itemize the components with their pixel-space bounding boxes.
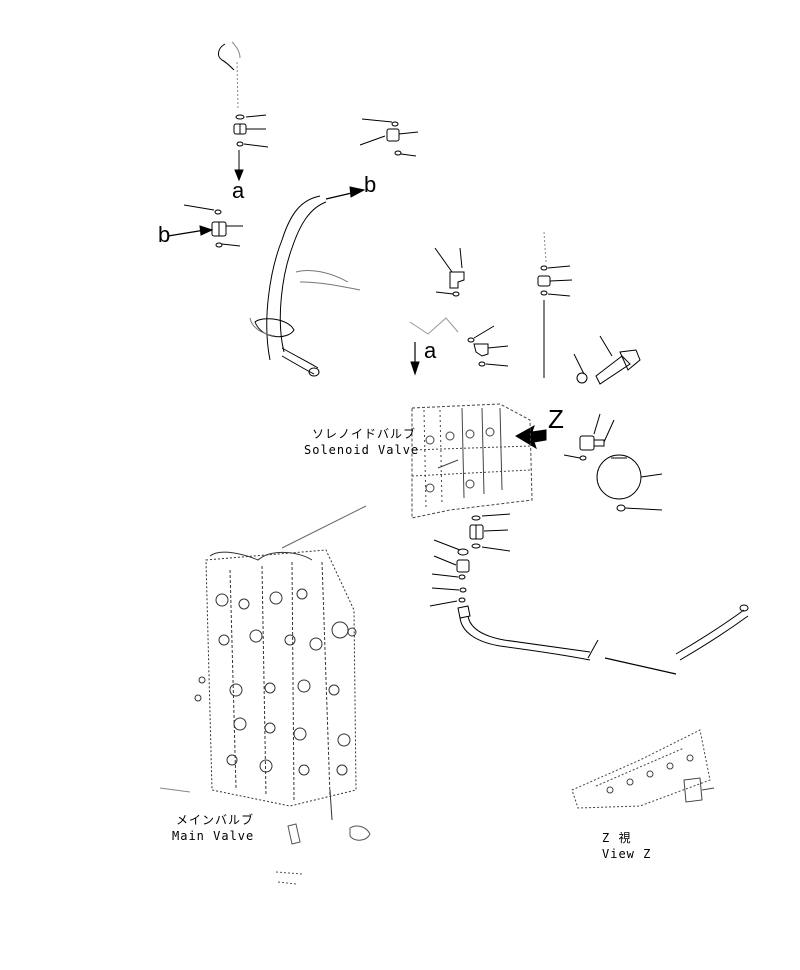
main-valve-caption-en: Main Valve <box>172 829 255 843</box>
center-elbow-fittings <box>434 247 509 367</box>
solenoid-lower-fittings <box>429 513 511 619</box>
view-z-inset <box>571 729 715 809</box>
callout-a-top: a <box>232 178 245 203</box>
main-valve-caption-jp: メインバルブ <box>176 813 255 827</box>
solenoid-valve-body <box>411 403 533 519</box>
callout-z: Z <box>548 404 564 434</box>
callout-b-right: b <box>364 172 377 197</box>
a-pressure-line <box>409 317 459 376</box>
accumulator <box>563 413 663 512</box>
b-tee-fitting <box>167 204 243 248</box>
view-z-caption-jp: Z 視 <box>602 831 632 845</box>
callout-a-center: a <box>424 338 437 363</box>
top-left-fitting-stack <box>217 41 269 182</box>
right-fitting-stack <box>537 231 573 378</box>
bottom-small-parts <box>275 823 371 885</box>
z-view-arrow <box>515 424 547 450</box>
solenoid-valve-caption-en: Solenoid Valve <box>304 443 420 457</box>
main-valve-body <box>159 549 357 821</box>
hose-to-b <box>249 186 366 377</box>
view-z-caption-en: View Z <box>602 847 652 861</box>
main-valve-leader <box>281 505 367 549</box>
solenoid-valve-caption-jp: ソレノイドバルブ <box>312 427 417 441</box>
top-middle-tee-fitting <box>359 118 419 157</box>
bolt-and-washer <box>573 335 641 385</box>
lower-hose <box>459 604 749 675</box>
callout-b-left: b <box>158 222 171 247</box>
